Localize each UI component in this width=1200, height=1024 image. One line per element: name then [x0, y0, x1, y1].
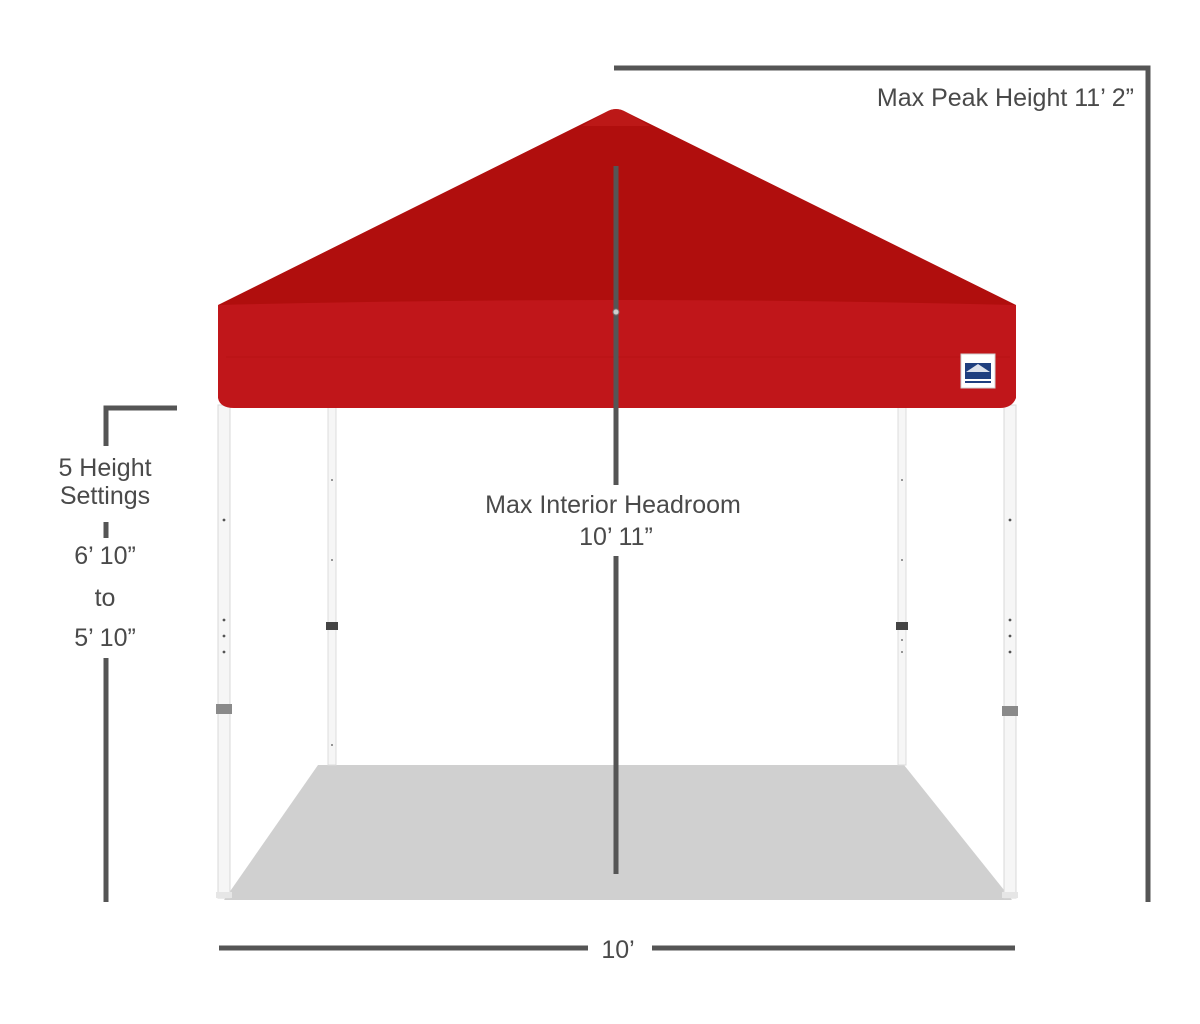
height-settings-label-line2: Settings	[60, 482, 150, 510]
ez-up-logo	[960, 353, 996, 389]
width-label: 10’	[601, 936, 634, 964]
back-leg-left	[326, 404, 338, 766]
headroom-title-label: Max Interior Headroom	[485, 491, 741, 519]
canopy-roof-highlight	[582, 109, 650, 126]
height-max-label: 6’ 10”	[74, 542, 136, 570]
headroom-value-label: 10’ 11”	[579, 523, 653, 551]
canopy-center-grommet	[612, 308, 620, 316]
back-leg-right	[896, 404, 908, 766]
front-leg-right	[1002, 404, 1018, 899]
height-settings-bracket-upper	[103, 405, 177, 446]
peak-height-bracket	[614, 65, 1151, 902]
height-settings-label-line1: 5 Height	[58, 454, 151, 482]
max-peak-height-label: Max Peak Height 11’ 2”	[877, 84, 1134, 112]
front-leg-left	[216, 404, 232, 899]
height-min-label: 5’ 10”	[74, 624, 136, 652]
height-to-label: to	[95, 584, 116, 612]
